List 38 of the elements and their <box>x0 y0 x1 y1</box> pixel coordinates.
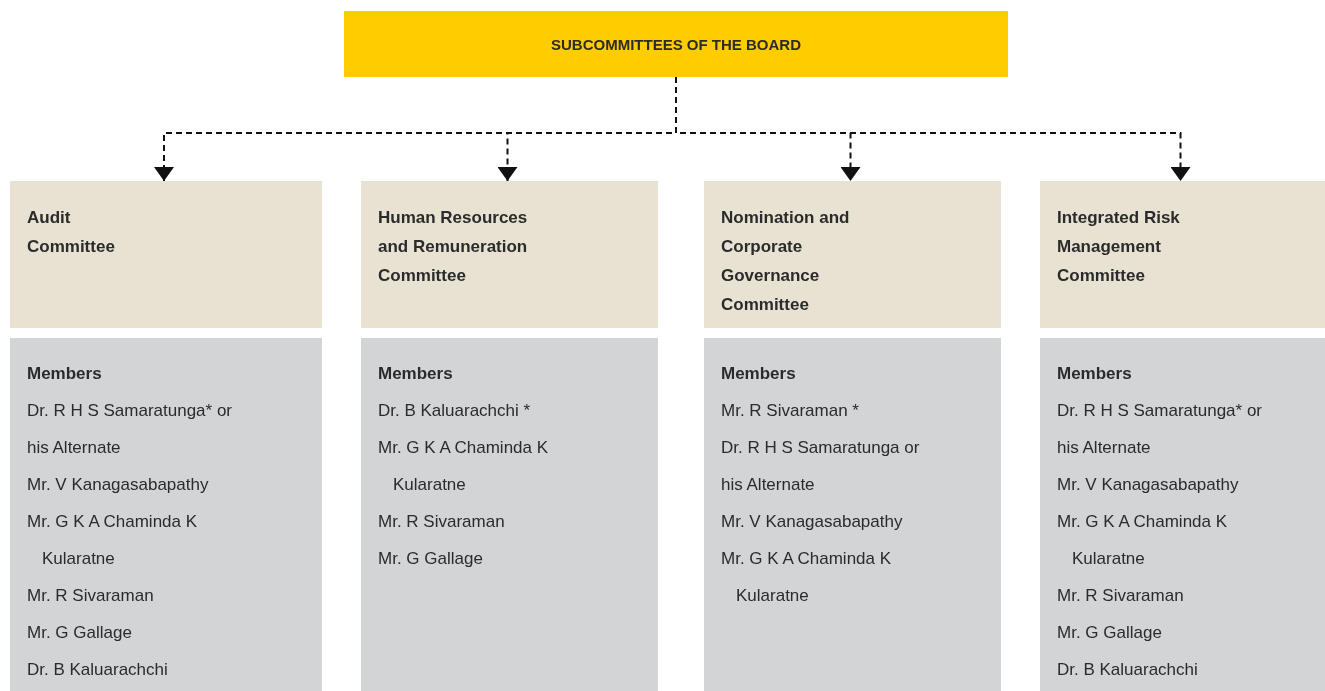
member-name: Dr. B Kaluarachchi * <box>378 400 532 422</box>
member-name: Dr. R H S Samaratunga* or his Alternate <box>27 400 234 459</box>
member-name: Mr. G Gallage <box>1057 622 1163 644</box>
member-name: Mr. G Gallage <box>27 622 133 644</box>
committee-name: Integrated Risk Management Committee <box>1057 207 1181 287</box>
member-name: Mr. G K A Chaminda K Kularatne <box>27 511 199 570</box>
members-heading: Members <box>1057 363 1133 385</box>
committee-name: Nomination and Corporate Governance Committee <box>721 207 851 316</box>
member-name: Mr. G K A Chaminda K Kularatne <box>721 548 893 607</box>
member-name: Mr. G K A Chaminda K Kularatne <box>378 437 550 496</box>
member-name: Dr. R H S Samaratunga or his Alternate <box>721 437 921 496</box>
members-panel <box>1040 338 1325 691</box>
member-name: Mr. R Sivaraman <box>27 585 155 607</box>
committee-box <box>10 181 322 328</box>
members-heading: Members <box>721 363 797 385</box>
committee-name: Human Resources and Remuneration Committee <box>378 207 528 287</box>
title-box <box>344 11 1008 77</box>
members-heading: Members <box>378 363 454 385</box>
members-heading: Members <box>27 363 103 385</box>
member-name: Mr. R Sivaraman <box>378 511 506 533</box>
member-name: Mr. R Sivaraman <box>1057 585 1185 607</box>
members-panel <box>361 338 658 691</box>
member-name: Mr. G Gallage <box>378 548 484 570</box>
committee-box <box>704 181 1001 328</box>
member-name: Dr. B Kaluarachchi <box>1057 659 1199 681</box>
member-name: Mr. G K A Chaminda K Kularatne <box>1057 511 1229 570</box>
members-panel <box>704 338 1001 691</box>
committee-name: Audit Committee <box>27 207 116 258</box>
members-panel <box>10 338 322 691</box>
committee-box <box>361 181 658 328</box>
member-name: Mr. V Kanagasabapathy <box>721 511 904 533</box>
member-name: Dr. R H S Samaratunga* or his Alternate <box>1057 400 1264 459</box>
member-name: Mr. R Sivaraman * <box>721 400 860 422</box>
committee-box <box>1040 181 1325 328</box>
member-name: Dr. B Kaluarachchi <box>27 659 169 681</box>
title-text: SUBCOMMITTEES OF THE BOARD <box>551 35 801 53</box>
member-name: Mr. V Kanagasabapathy <box>27 474 210 496</box>
member-name: Mr. V Kanagasabapathy <box>1057 474 1240 496</box>
